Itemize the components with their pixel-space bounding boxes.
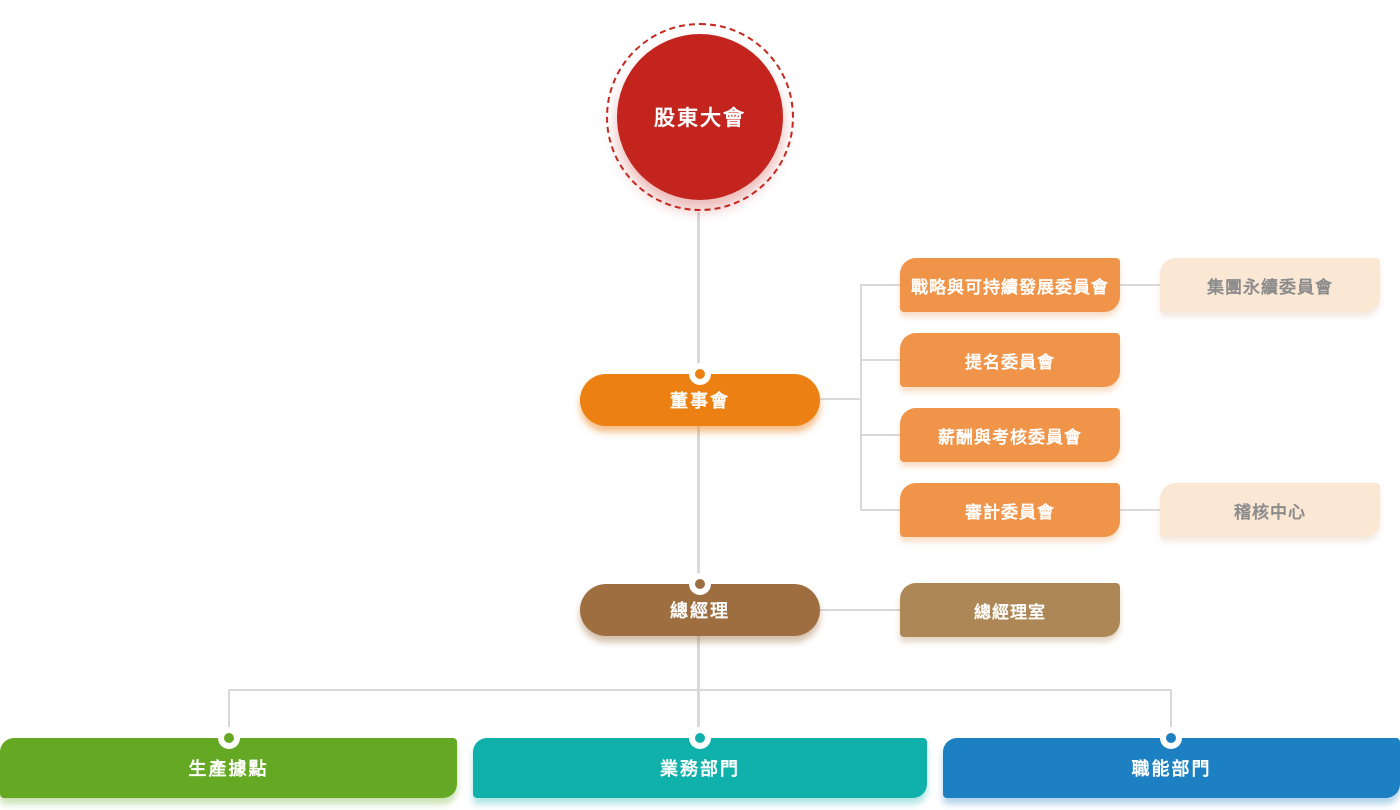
department-label: 生產據點 [188, 759, 269, 779]
connector-branch-committee-2 [860, 359, 900, 361]
connector-trunk-committees [860, 284, 862, 511]
connector-line-audit-affiliate [1120, 509, 1160, 511]
connector-line-gm-office [820, 609, 900, 611]
connector-distribution-line [228, 689, 1172, 691]
committee-box-nomination: 提名委員會 [900, 333, 1120, 387]
connector-line-board-trunk [820, 398, 861, 400]
committee-label: 審計委員會 [965, 502, 1055, 522]
connector-dot-board [689, 363, 711, 385]
connector-line-board-gm [697, 426, 700, 584]
committee-box-strategy-sustainability: 戰略與可持續發展委員會 [900, 258, 1120, 312]
board-label: 董事會 [670, 391, 730, 411]
connector-line-shareholders-board [697, 212, 700, 376]
connector-branch-committee-1 [860, 284, 900, 286]
shareholders-meeting-label: 股東大會 [654, 107, 746, 130]
connector-dot-general-manager [689, 573, 711, 595]
connector-line-strategy-affiliate [1120, 284, 1160, 286]
connector-drop-production [228, 689, 230, 738]
committee-label: 提名委員會 [965, 352, 1055, 372]
department-label: 業務部門 [660, 759, 740, 779]
general-manager-label: 總經理 [670, 601, 730, 621]
connector-line-gm-departments [697, 636, 700, 738]
connector-dot-business [689, 727, 711, 749]
affiliate-label: 稽核中心 [1234, 502, 1306, 522]
committee-box-audit: 審計委員會 [900, 483, 1120, 537]
committee-label: 戰略與可持續發展委員會 [911, 277, 1109, 297]
department-bar-business: 業務部門 [473, 738, 927, 798]
general-manager-office-label: 總經理室 [974, 602, 1046, 622]
affiliate-box-audit-center: 稽核中心 [1160, 483, 1380, 537]
committee-label: 薪酬與考核委員會 [938, 427, 1082, 447]
department-label: 職能部門 [1131, 759, 1212, 779]
affiliate-label: 集團永續委員會 [1207, 277, 1333, 297]
affiliate-box-group-sustainability: 集團永續委員會 [1160, 258, 1380, 312]
committee-box-remuneration-assessment: 薪酬與考核委員會 [900, 408, 1120, 462]
general-manager-office-box: 總經理室 [900, 583, 1120, 637]
connector-dot-production [218, 727, 240, 749]
shareholders-meeting-node: 股東大會 [617, 34, 783, 200]
connector-branch-committee-4 [860, 509, 900, 511]
connector-branch-committee-3 [860, 434, 900, 436]
shareholders-dashed-ring [606, 23, 794, 211]
connector-dot-functional [1160, 727, 1182, 749]
connector-drop-functional [1170, 689, 1172, 738]
